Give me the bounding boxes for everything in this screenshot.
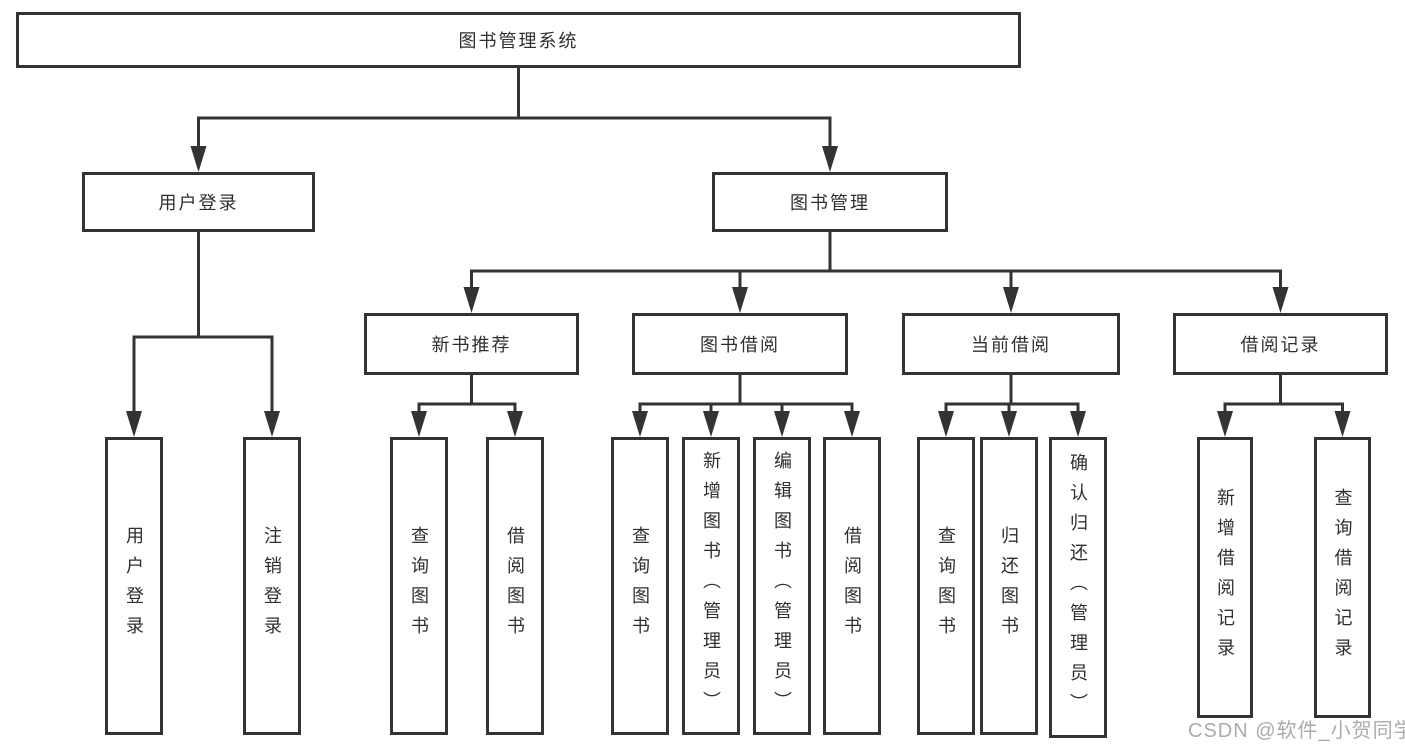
node-borrow-records: 借阅记录: [1173, 313, 1388, 375]
arrowhead-icon: [732, 287, 748, 313]
node-label-new-book-rec: 新书推荐: [431, 335, 512, 355]
node-leaf-logout: 注销登录: [243, 437, 301, 735]
node-user-login: 用户登录: [82, 172, 315, 232]
arrowhead-icon: [938, 411, 954, 437]
arrowhead-icon: [703, 411, 719, 437]
arrowhead-icon: [1272, 287, 1289, 313]
node-label-borrow-records: 借阅记录: [1240, 335, 1321, 355]
node-label-leaf-user-login: 用户登录: [124, 526, 144, 646]
node-label-leaf-confirm-return: 确认归还（管理员）: [1068, 452, 1088, 723]
arrowhead-icon: [1001, 411, 1017, 437]
node-leaf-return-book: 归还图书: [980, 437, 1038, 735]
node-label-leaf-add-borrow-record: 新增借阅记录: [1215, 487, 1235, 668]
arrowhead-icon: [190, 146, 207, 172]
node-leaf-borrow-book-1: 借阅图书: [486, 437, 544, 735]
node-leaf-add-borrow-record: 新增借阅记录: [1197, 437, 1253, 718]
node-leaf-query-book-1: 查询图书: [390, 437, 448, 735]
node-label-leaf-query-book-1: 查询图书: [409, 526, 429, 646]
arrowhead-icon: [774, 411, 790, 437]
node-label-leaf-borrow-book-2: 借阅图书: [842, 526, 862, 646]
arrowhead-icon: [632, 411, 648, 437]
node-label-leaf-query-book-2: 查询图书: [630, 526, 650, 646]
watermark: CSDN @软件_小贺同学: [1188, 720, 1405, 742]
arrowhead-icon: [507, 411, 523, 437]
node-label-book-borrow: 图书借阅: [700, 335, 780, 355]
arrowhead-icon: [264, 411, 280, 437]
node-label-leaf-borrow-book-1: 借阅图书: [505, 526, 525, 646]
node-new-book-rec: 新书推荐: [364, 313, 579, 375]
arrowhead-icon: [1070, 411, 1086, 437]
arrowhead-icon: [822, 146, 838, 172]
node-label-current-borrow: 当前借阅: [971, 335, 1051, 355]
arrowhead-icon: [1217, 411, 1233, 437]
node-label-leaf-add-book: 新增图书（管理员）: [701, 451, 721, 721]
node-label-root: 图书管理系统: [458, 31, 579, 51]
node-label-leaf-query-borrow-record: 查询借阅记录: [1332, 487, 1353, 668]
node-book-borrow: 图书借阅: [632, 313, 848, 375]
node-leaf-query-borrow-record: 查询借阅记录: [1314, 437, 1371, 718]
arrowhead-icon: [1334, 411, 1351, 437]
node-book-mgmt: 图书管理: [712, 172, 948, 232]
arrowhead-icon: [844, 411, 860, 437]
node-current-borrow: 当前借阅: [902, 313, 1120, 375]
arrowhead-icon: [126, 411, 142, 437]
node-label-book-mgmt: 图书管理: [790, 193, 870, 213]
node-leaf-borrow-book-2: 借阅图书: [823, 437, 881, 735]
node-leaf-confirm-return: 确认归还（管理员）: [1049, 437, 1107, 738]
arrowhead-icon: [463, 287, 480, 313]
node-leaf-query-book-2: 查询图书: [611, 437, 669, 735]
node-label-leaf-logout: 注销登录: [262, 526, 282, 646]
node-label-leaf-return-book: 归还图书: [999, 526, 1019, 646]
node-root: 图书管理系统: [16, 12, 1021, 68]
node-label-leaf-edit-book: 编辑图书（管理员）: [772, 451, 792, 721]
arrowhead-icon: [411, 411, 427, 437]
node-leaf-edit-book: 编辑图书（管理员）: [753, 437, 811, 735]
node-label-leaf-query-book-3: 查询图书: [936, 526, 956, 646]
node-leaf-user-login: 用户登录: [105, 437, 163, 735]
arrowhead-icon: [1003, 287, 1019, 313]
node-leaf-add-book: 新增图书（管理员）: [682, 437, 740, 735]
node-leaf-query-book-3: 查询图书: [917, 437, 975, 735]
node-label-user-login: 用户登录: [158, 193, 239, 213]
